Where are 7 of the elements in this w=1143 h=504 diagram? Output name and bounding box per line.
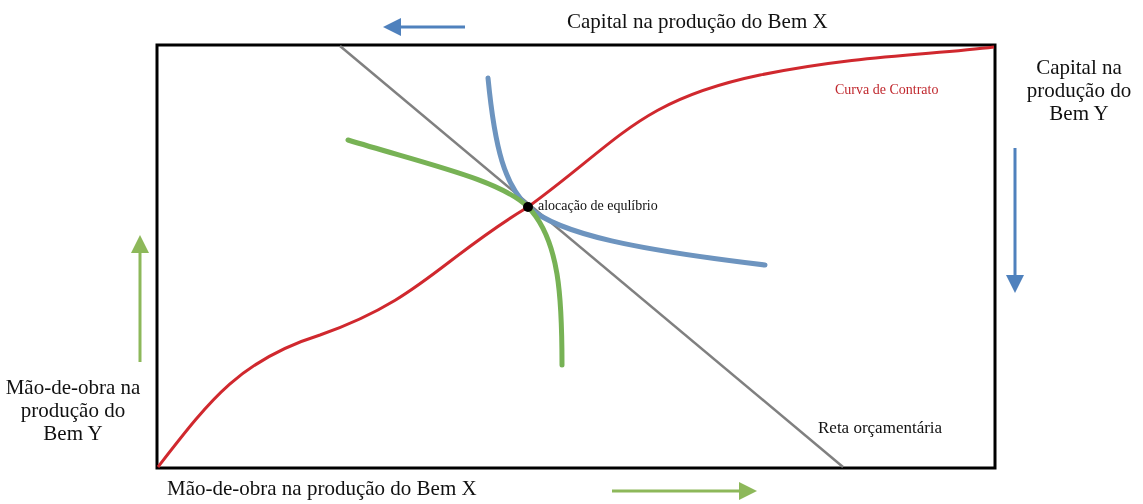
line-label: Reta orçamentária [818, 419, 943, 438]
axis-label: Capital na produção do Bem X [567, 10, 828, 34]
point-label: alocação de equlíbrio [538, 198, 658, 214]
axis-label: Mão-de-obra na produção do Bem X [167, 477, 477, 501]
curve-label: Curva de Contrato [835, 82, 939, 98]
axis-label: Capital na produção do Bem Y [1025, 56, 1133, 126]
axis-label: Mão-de-obra na produção do Bem Y [4, 376, 142, 446]
